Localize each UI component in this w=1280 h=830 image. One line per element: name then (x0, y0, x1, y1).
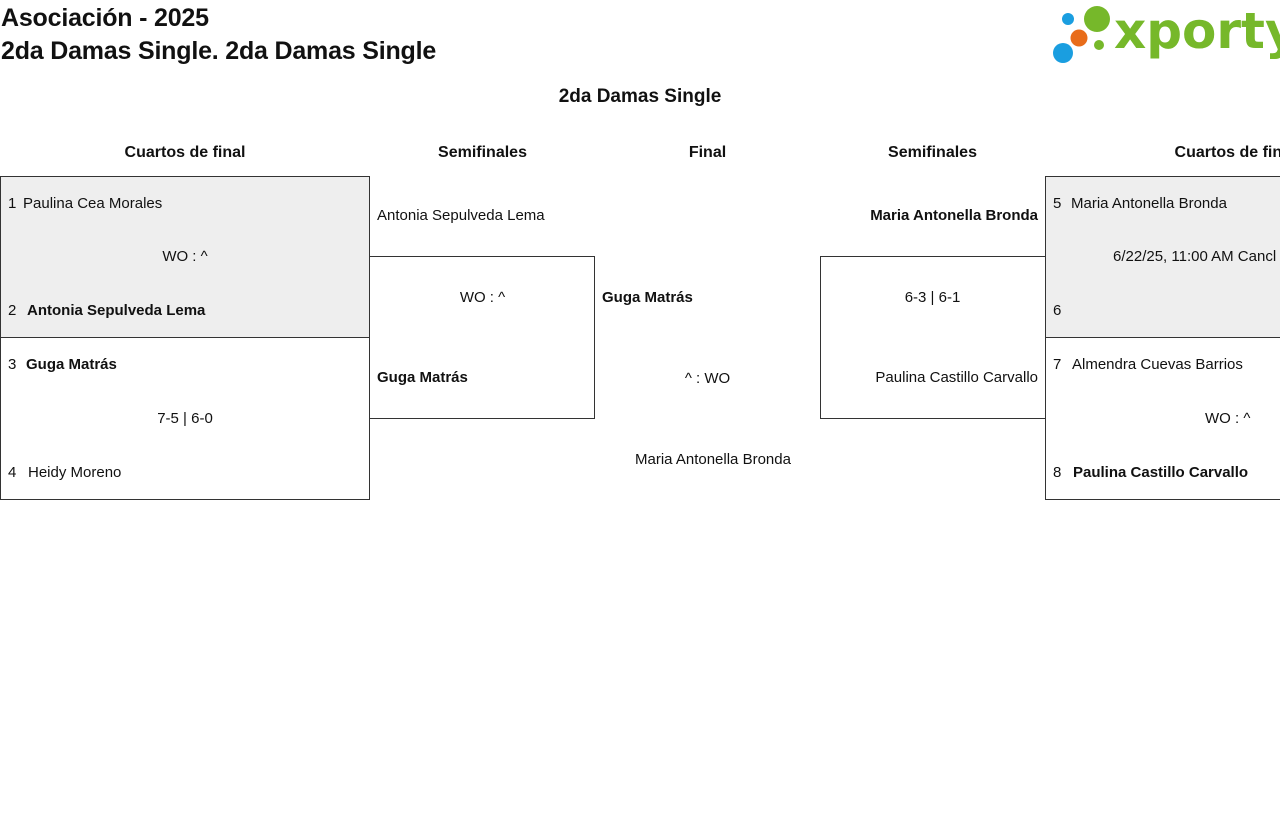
round-header-final: Final (688, 144, 727, 161)
tournament-subtitle: 2da Damas Single. 2da Damas Single (1, 37, 437, 65)
seed-number: 8 (1053, 464, 1062, 481)
seed-number: 7 (1053, 356, 1062, 373)
match-sf-right[interactable] (820, 256, 1046, 419)
event-title: 2da Damas Single (558, 86, 722, 107)
player-name-winner[interactable]: Guga Matrás (26, 356, 117, 373)
player-name[interactable]: Maria Antonella Bronda (1071, 195, 1227, 212)
player-name[interactable]: Paulina Castillo Carvallo (875, 369, 1038, 386)
round-header-sf-left: Semifinales (438, 144, 527, 161)
player-name[interactable]: Almendra Cuevas Barrios (1072, 356, 1243, 373)
match-qf-right-2[interactable] (1045, 337, 1280, 500)
match-score: WO : ^ (459, 289, 506, 306)
xporty-logo: xporty (1050, 2, 1280, 66)
match-schedule: 6/22/25, 11:00 AM Cancl (1113, 248, 1277, 265)
match-score: 6-3 | 6-1 (904, 289, 961, 306)
seed-number: 1 (8, 195, 17, 212)
round-header-qf-right: Cuartos de final (1174, 144, 1280, 161)
player-name-winner[interactable]: Guga Matrás (377, 369, 468, 386)
match-sf-left[interactable] (369, 256, 595, 419)
match-score: ^ : WO (684, 370, 731, 387)
player-name-winner[interactable]: Antonia Sepulveda Lema (27, 302, 206, 319)
player-name-winner[interactable]: Maria Antonella Bronda (870, 207, 1038, 224)
finalist-name-winner[interactable]: Guga Matrás (602, 289, 693, 306)
match-qf-right-1[interactable] (1045, 176, 1280, 338)
seed-number: 5 (1053, 195, 1062, 212)
finalist-name[interactable]: Maria Antonella Bronda (635, 451, 791, 468)
match-score: WO : ^ (1205, 410, 1251, 427)
seed-number: 2 (8, 302, 17, 319)
round-header-qf-left: Cuartos de final (124, 144, 246, 161)
logo-dots-icon (1053, 6, 1110, 63)
seed-number: 6 (1053, 302, 1062, 319)
round-header-sf-right: Semifinales (888, 144, 977, 161)
logo-wordmark: xporty (1114, 2, 1280, 60)
player-name[interactable]: Paulina Cea Morales (23, 195, 163, 212)
player-name[interactable]: Heidy Moreno (28, 464, 122, 481)
seed-number: 4 (8, 464, 17, 481)
player-name[interactable]: Antonia Sepulveda Lema (377, 207, 545, 224)
player-name-winner[interactable]: Paulina Castillo Carvallo (1073, 464, 1249, 481)
match-score: 7-5 | 6-0 (157, 410, 213, 427)
match-qf-left-1[interactable] (0, 176, 370, 338)
tournament-title: Asociación - 2025 (1, 4, 209, 32)
match-score: WO : ^ (162, 248, 208, 265)
seed-number: 3 (8, 356, 17, 373)
